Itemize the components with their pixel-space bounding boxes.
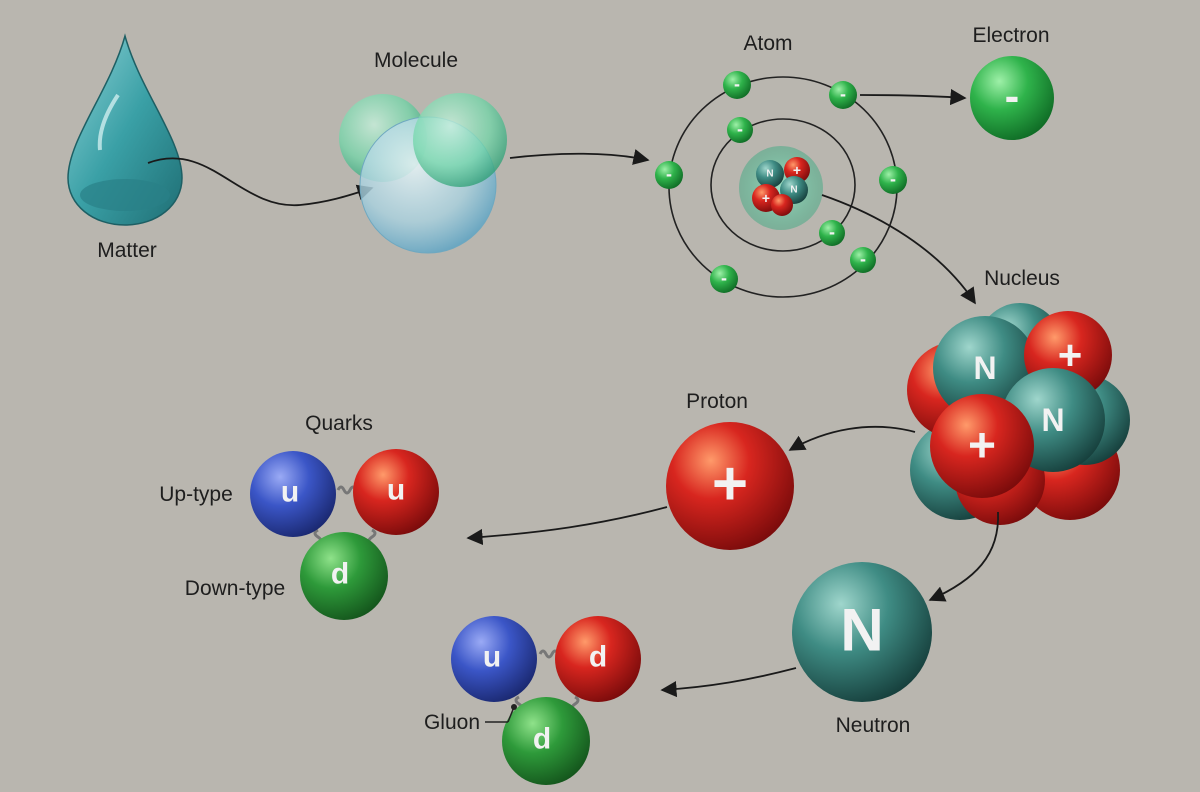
- svg-text:+: +: [712, 450, 748, 519]
- svg-text:N: N: [766, 169, 773, 180]
- svg-text:-: -: [1005, 72, 1020, 121]
- up-type-label: Up-type: [159, 483, 233, 506]
- svg-text:+: +: [968, 420, 996, 473]
- electron-label: Electron: [972, 24, 1049, 47]
- neutron-label: Neutron: [836, 714, 911, 737]
- arrow-nucleus-to-proton: [788, 425, 916, 451]
- arrow-neutron-to-quarks: [660, 667, 797, 698]
- proton-icon: +: [666, 422, 794, 550]
- neutron-icon: N: [792, 562, 932, 702]
- svg-text:+: +: [762, 190, 770, 206]
- svg-text:-: -: [860, 249, 866, 269]
- svg-text:N: N: [1041, 402, 1064, 438]
- svg-text:u: u: [483, 641, 501, 674]
- arrow-proton-to-quarks: [466, 506, 668, 546]
- nucleus-icon: N + N +: [907, 303, 1130, 525]
- svg-text:u: u: [281, 476, 299, 509]
- electron-icon: -: [970, 56, 1054, 140]
- svg-text:-: -: [737, 119, 743, 139]
- svg-text:u: u: [387, 474, 405, 507]
- svg-text:N: N: [840, 597, 883, 664]
- arrow-matter-to-molecule: [147, 157, 374, 206]
- svg-text:+: +: [793, 162, 801, 178]
- svg-text:-: -: [666, 164, 672, 184]
- molecule-icon: [339, 93, 507, 254]
- arrow-nucleus-to-neutron: [928, 511, 999, 602]
- proton-label: Proton: [686, 390, 748, 413]
- nucleus-label: Nucleus: [984, 267, 1060, 290]
- matter-drop-icon: [67, 33, 183, 226]
- svg-text:-: -: [840, 84, 846, 104]
- atom-icon: N + + N: [668, 76, 898, 298]
- gluon-pointer: [485, 704, 517, 723]
- svg-text:d: d: [589, 641, 607, 674]
- svg-text:-: -: [734, 74, 740, 94]
- arrow-atom-to-electron: [859, 88, 967, 106]
- atom-electrons: - - - - - - - -: [655, 71, 907, 293]
- neutron-quarks-icon: u d d: [451, 616, 641, 785]
- svg-text:-: -: [829, 222, 835, 242]
- atom-label: Atom: [743, 32, 792, 55]
- arrow-molecule-to-atom: [509, 149, 650, 165]
- matter-label: Matter: [97, 239, 157, 262]
- down-type-label: Down-type: [185, 577, 285, 600]
- svg-text:-: -: [721, 268, 727, 288]
- svg-text:N: N: [973, 350, 996, 386]
- quarks-label: Quarks: [305, 412, 373, 435]
- svg-text:d: d: [331, 558, 349, 591]
- proton-quarks-icon: u u d: [250, 449, 439, 620]
- svg-text:-: -: [890, 169, 896, 189]
- molecule-label: Molecule: [374, 49, 458, 72]
- svg-text:+: +: [1058, 332, 1083, 379]
- gluon-label: Gluon: [424, 711, 480, 734]
- arrow-atom-to-nucleus: [821, 194, 976, 305]
- svg-text:N: N: [790, 185, 797, 196]
- svg-text:d: d: [533, 723, 551, 756]
